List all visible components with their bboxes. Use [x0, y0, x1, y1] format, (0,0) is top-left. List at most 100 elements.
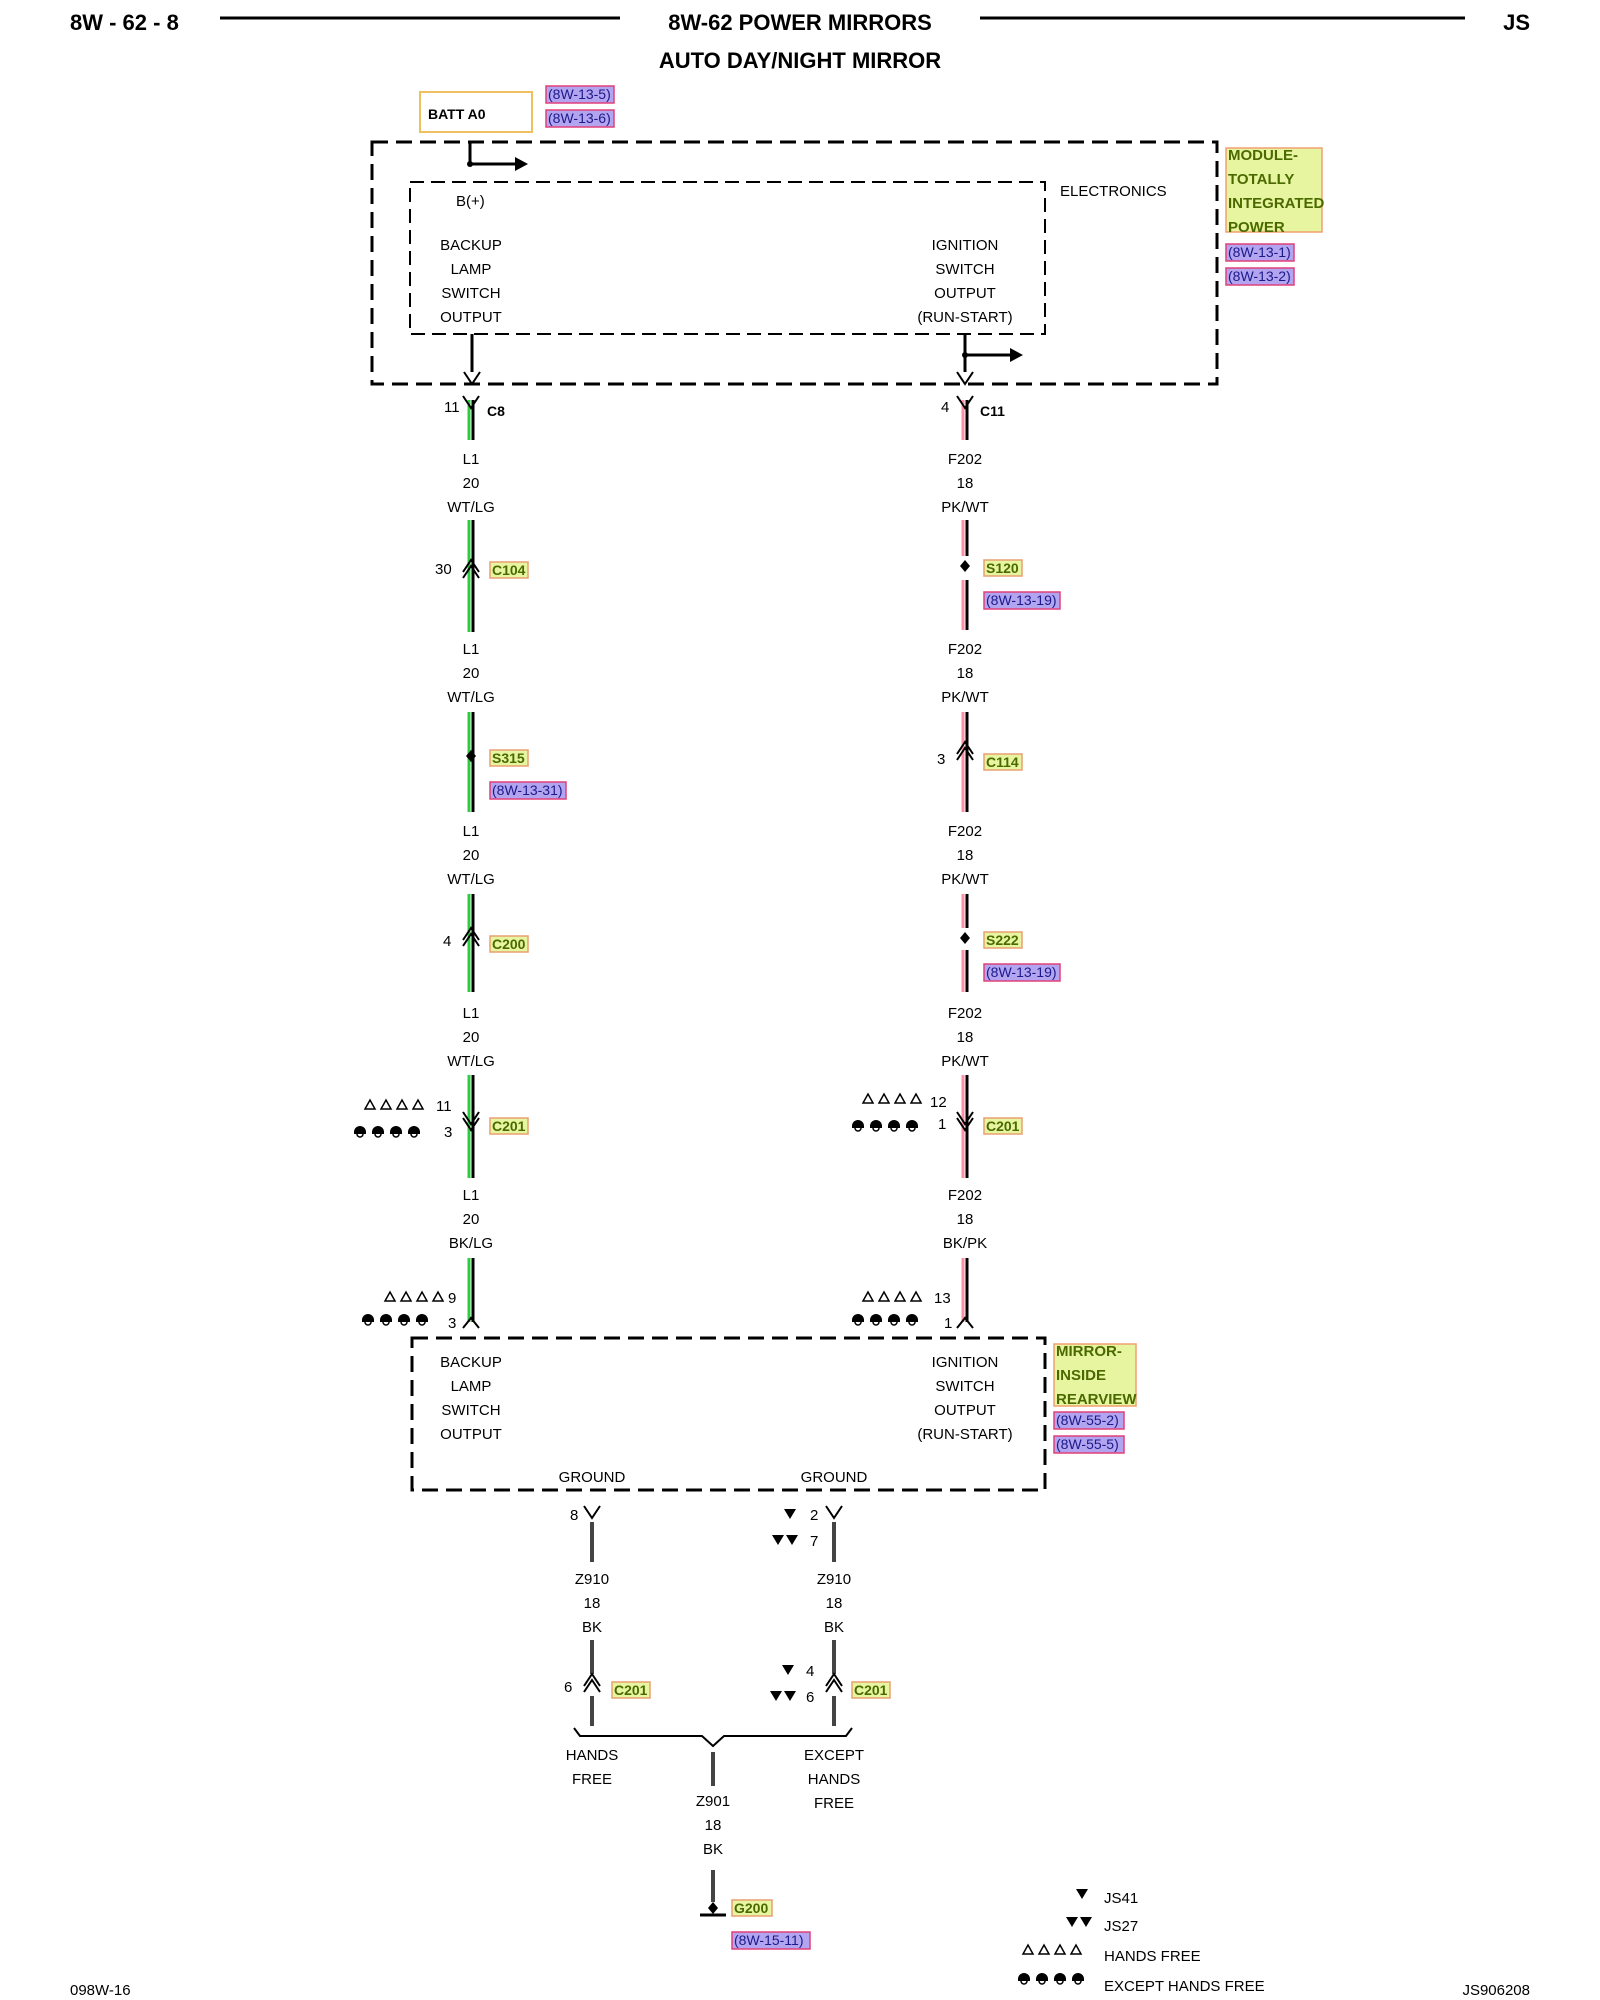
left-mirror-pin-ehf: 3: [448, 1315, 456, 1332]
left-s315[interactable]: S315: [492, 750, 525, 766]
mirror-ref-1[interactable]: (8W-55-2): [1056, 1412, 1119, 1428]
right-top-pin: 4: [941, 399, 949, 416]
right-s222-ref[interactable]: (8W-13-19): [986, 964, 1057, 980]
mirror-ground-right: GROUND: [801, 1469, 868, 1486]
g200-ref[interactable]: (8W-15-11): [734, 1932, 804, 1948]
svg-text:SWITCH: SWITCH: [441, 1402, 500, 1419]
ground-right-label: EXCEPT HANDS FREE: [804, 1747, 864, 1812]
svg-text:Z910: Z910: [817, 1571, 851, 1588]
left-mirror-ehf-symbols: [361, 1313, 429, 1326]
page-title: 8W-62 POWER MIRRORS: [668, 10, 932, 35]
right-c114[interactable]: C114: [986, 754, 1019, 770]
svg-text:BK: BK: [582, 1619, 602, 1636]
tipm-name: MODULE- TOTALLY INTEGRATED POWER: [1228, 147, 1325, 236]
svg-text:IGNITION: IGNITION: [932, 237, 999, 254]
page-subtitle: AUTO DAY/NIGHT MIRROR: [659, 48, 941, 73]
mirror-box: [410, 1336, 1047, 1492]
right-mirror-ehf-symbols: [851, 1313, 919, 1326]
tipm-bplus: B(+): [456, 193, 485, 210]
right-s120-ref[interactable]: (8W-13-19): [986, 592, 1057, 608]
svg-text:18: 18: [957, 1029, 974, 1046]
left-c201[interactable]: C201: [492, 1118, 526, 1134]
left-c104-pin: 30: [435, 561, 452, 578]
svg-text:20: 20: [463, 665, 480, 682]
svg-text:F202: F202: [948, 1005, 982, 1022]
right-c201-ehf-symbols: [851, 1119, 919, 1132]
svg-text:WT/LG: WT/LG: [447, 689, 495, 706]
svg-text:FREE: FREE: [572, 1771, 612, 1788]
svg-text:F202: F202: [948, 1187, 982, 1204]
svg-text:REARVIEW: REARVIEW: [1056, 1391, 1137, 1408]
ground-left-pin: 8: [570, 1507, 578, 1524]
svg-text:WT/LG: WT/LG: [447, 499, 495, 516]
svg-text:F202: F202: [948, 641, 982, 658]
ground-right-pin-js27: 7: [810, 1533, 818, 1550]
right-seg5-label: F202 18 BK/PK: [943, 1187, 987, 1252]
tipm-ref-1[interactable]: (8W-13-1): [1228, 244, 1291, 260]
batt-ref-2[interactable]: (8W-13-6): [548, 110, 611, 126]
svg-text:LAMP: LAMP: [451, 261, 492, 278]
svg-text:BACKUP: BACKUP: [440, 237, 502, 254]
svg-text:L1: L1: [463, 1005, 480, 1022]
svg-text:BK/LG: BK/LG: [449, 1235, 493, 1252]
left-c104[interactable]: C104: [492, 562, 526, 578]
left-c200[interactable]: C200: [492, 936, 526, 952]
ground-left-c201-pin: 6: [564, 1679, 572, 1696]
svg-text:PK/WT: PK/WT: [941, 499, 989, 516]
batt-label: BATT A0: [428, 106, 486, 122]
svg-text:18: 18: [957, 1211, 974, 1228]
footer-right: JS906208: [1462, 1982, 1530, 1999]
svg-text:INTEGRATED: INTEGRATED: [1228, 195, 1325, 212]
left-s315-ref[interactable]: (8W-13-31): [492, 782, 563, 798]
svg-text:18: 18: [957, 665, 974, 682]
svg-text:BK: BK: [824, 1619, 844, 1636]
page-number-left: 8W - 62 - 8: [70, 10, 179, 35]
svg-text:L1: L1: [463, 641, 480, 658]
right-c201-hf-symbols: [862, 1093, 922, 1104]
svg-text:WT/LG: WT/LG: [447, 871, 495, 888]
svg-text:PK/WT: PK/WT: [941, 1053, 989, 1070]
mirror-ground-left: GROUND: [559, 1469, 626, 1486]
mirror-right-input: IGNITION SWITCH OUTPUT (RUN-START): [917, 1354, 1012, 1443]
right-s120[interactable]: S120: [986, 560, 1019, 576]
svg-text:18: 18: [584, 1595, 601, 1612]
svg-text:PK/WT: PK/WT: [941, 689, 989, 706]
tipm-electronics-box: [409, 181, 1046, 335]
left-c200-pin: 4: [443, 933, 451, 950]
tipm-ref-2[interactable]: (8W-13-2): [1228, 268, 1291, 284]
left-c201-ehf-symbols: [353, 1125, 421, 1138]
svg-text:FREE: FREE: [814, 1795, 854, 1812]
svg-text:18: 18: [957, 847, 974, 864]
svg-text:SWITCH: SWITCH: [441, 285, 500, 302]
right-c201[interactable]: C201: [986, 1118, 1020, 1134]
svg-text:L1: L1: [463, 823, 480, 840]
right-seg4-label: F202 18 PK/WT: [941, 1005, 989, 1070]
legend-js41-label: JS41: [1104, 1890, 1138, 1907]
right-s222[interactable]: S222: [986, 932, 1019, 948]
svg-text:MODULE-: MODULE-: [1228, 147, 1298, 164]
left-seg1-label: L1 20 WT/LG: [447, 451, 495, 516]
right-mirror-pin-ehf: 1: [944, 1315, 952, 1332]
svg-text:OUTPUT: OUTPUT: [934, 285, 996, 302]
right-top-connector: C11: [980, 403, 1005, 419]
svg-text:BACKUP: BACKUP: [440, 1354, 502, 1371]
svg-text:HANDS: HANDS: [808, 1771, 861, 1788]
svg-text:INSIDE: INSIDE: [1056, 1367, 1106, 1384]
ground-left-c201[interactable]: C201: [614, 1682, 648, 1698]
g200[interactable]: G200: [734, 1900, 768, 1916]
ground-wires: [590, 1522, 836, 1902]
mirror-ref-2[interactable]: (8W-55-5): [1056, 1436, 1119, 1452]
left-seg3-label: L1 20 WT/LG: [447, 823, 495, 888]
ground-right-c201[interactable]: C201: [854, 1682, 888, 1698]
legend-hf-label: HANDS FREE: [1104, 1948, 1201, 1965]
right-c201-pin-hf: 12: [930, 1094, 947, 1111]
right-seg3-label: F202 18 PK/WT: [941, 823, 989, 888]
left-mirror-hf-symbols: [384, 1291, 444, 1302]
svg-text:SWITCH: SWITCH: [935, 261, 994, 278]
svg-text:HANDS: HANDS: [566, 1747, 619, 1764]
svg-text:20: 20: [463, 1211, 480, 1228]
svg-text:OUTPUT: OUTPUT: [440, 309, 502, 326]
ground-right-c201-pin-js41: 4: [806, 1663, 814, 1680]
batt-ref-1[interactable]: (8W-13-5): [548, 86, 611, 102]
svg-text:TOTALLY: TOTALLY: [1228, 171, 1294, 188]
